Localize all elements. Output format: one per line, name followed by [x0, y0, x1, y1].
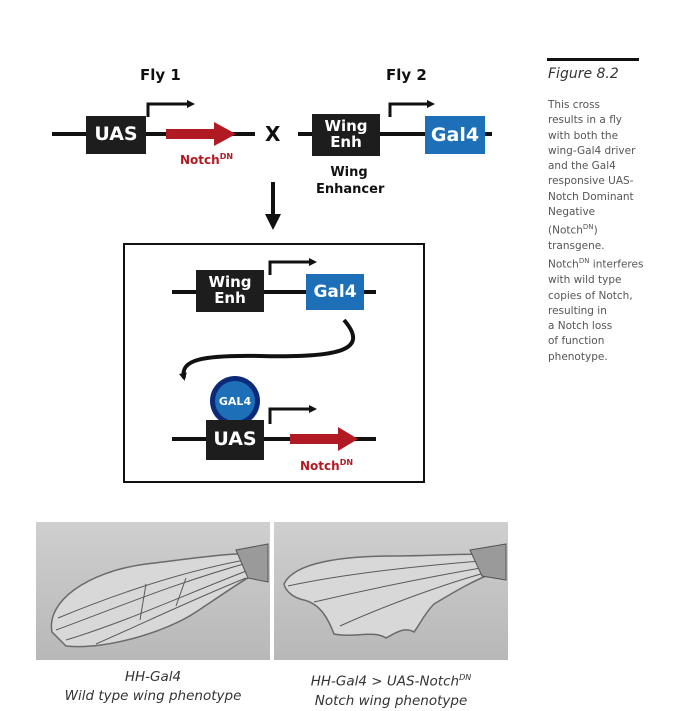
caption-line: phenotype. [548, 350, 608, 363]
caption-line: (NotchDN) [548, 223, 598, 237]
fly2-wing-enh-box: Wing Enh [312, 114, 380, 156]
caption-line: responsive UAS- [548, 175, 634, 188]
wild-type-caption-line2: Wild type wing phenotype [64, 688, 242, 704]
result-box-border [123, 243, 425, 483]
caption-line: and the Gal4 [548, 160, 616, 173]
result-notch-arrow [290, 427, 358, 451]
fly2-gal4-box: Gal4 [425, 116, 485, 154]
wing-enhancer-line2: Enhancer [316, 182, 385, 197]
result-top-promoter-arrow [268, 258, 317, 275]
fly2-wing-line2: Enh [330, 133, 362, 151]
wild-type-wing-photo [36, 522, 270, 660]
caption-line: wing-Gal4 driver [548, 144, 636, 157]
notch-wing-photo [274, 522, 508, 660]
caption-line: copies of Notch, [548, 289, 633, 302]
result-wing-line2: Enh [214, 289, 246, 307]
fly1-uas-box: UAS [86, 116, 146, 154]
caption-line: of function [548, 335, 605, 348]
notch-wing-illustration [283, 543, 507, 639]
gal4-protein-label: GAL4 [215, 381, 255, 421]
fly2-title: Fly 2 [386, 66, 427, 84]
figure-title: Figure 8.2 [548, 66, 619, 82]
result-bottom-promoter-arrow [268, 405, 317, 424]
wing-enhancer-label: Wing Enhancer [316, 164, 385, 198]
fly2-wing-line1: Wing [324, 117, 368, 136]
fly1-promoter-arrow [146, 100, 195, 117]
wing-enhancer-line1: Wing [330, 165, 368, 180]
caption-line: results in a fly [548, 114, 623, 127]
fly1-notch-arrow [166, 122, 236, 146]
notch-caption-line1: HH-Gal4 > UAS-NotchDN [310, 673, 472, 690]
wild-type-caption-line1: HH-Gal4 [124, 669, 182, 685]
caption-line: Negative [548, 206, 596, 219]
gal4-protein-circle: GAL4 [210, 376, 260, 426]
result-wing-line1: Wing [208, 273, 252, 292]
caption-line: with both the [548, 129, 619, 142]
notch-caption-line2: Notch wing phenotype [314, 692, 468, 709]
figure-caption: This cross results in a fly with both th… [548, 98, 648, 365]
gal4-binding-curve-arrow [179, 318, 356, 381]
result-uas-box: UAS [206, 420, 264, 460]
fly2-promoter-arrow [388, 100, 435, 117]
result-wing-enh-box: Wing Enh [196, 270, 264, 312]
wild-type-wing-illustration [50, 543, 269, 648]
caption-line: transgene. [548, 240, 605, 253]
wild-type-caption: HH-Gal4 Wild type wing phenotype [36, 668, 270, 706]
notch-caption: HH-Gal4 > UAS-NotchDN Notch wing phenoty… [274, 668, 508, 711]
caption-line: Notch Dominant [548, 190, 634, 203]
caption-line: NotchDN interferes [548, 257, 644, 271]
result-notch-label: NotchDN [300, 458, 354, 473]
caption-line: a Notch loss [548, 320, 613, 333]
result-gal4-box: Gal4 [306, 274, 364, 310]
fly1-title: Fly 1 [140, 66, 181, 84]
caption-line: with wild type [548, 274, 622, 287]
caption-line: resulting in [548, 304, 607, 317]
caption-line: This cross [548, 99, 601, 111]
fly1-notch-label: NotchDN [180, 152, 234, 167]
cross-symbol: X [265, 122, 281, 146]
sidebar-rule [547, 58, 639, 61]
